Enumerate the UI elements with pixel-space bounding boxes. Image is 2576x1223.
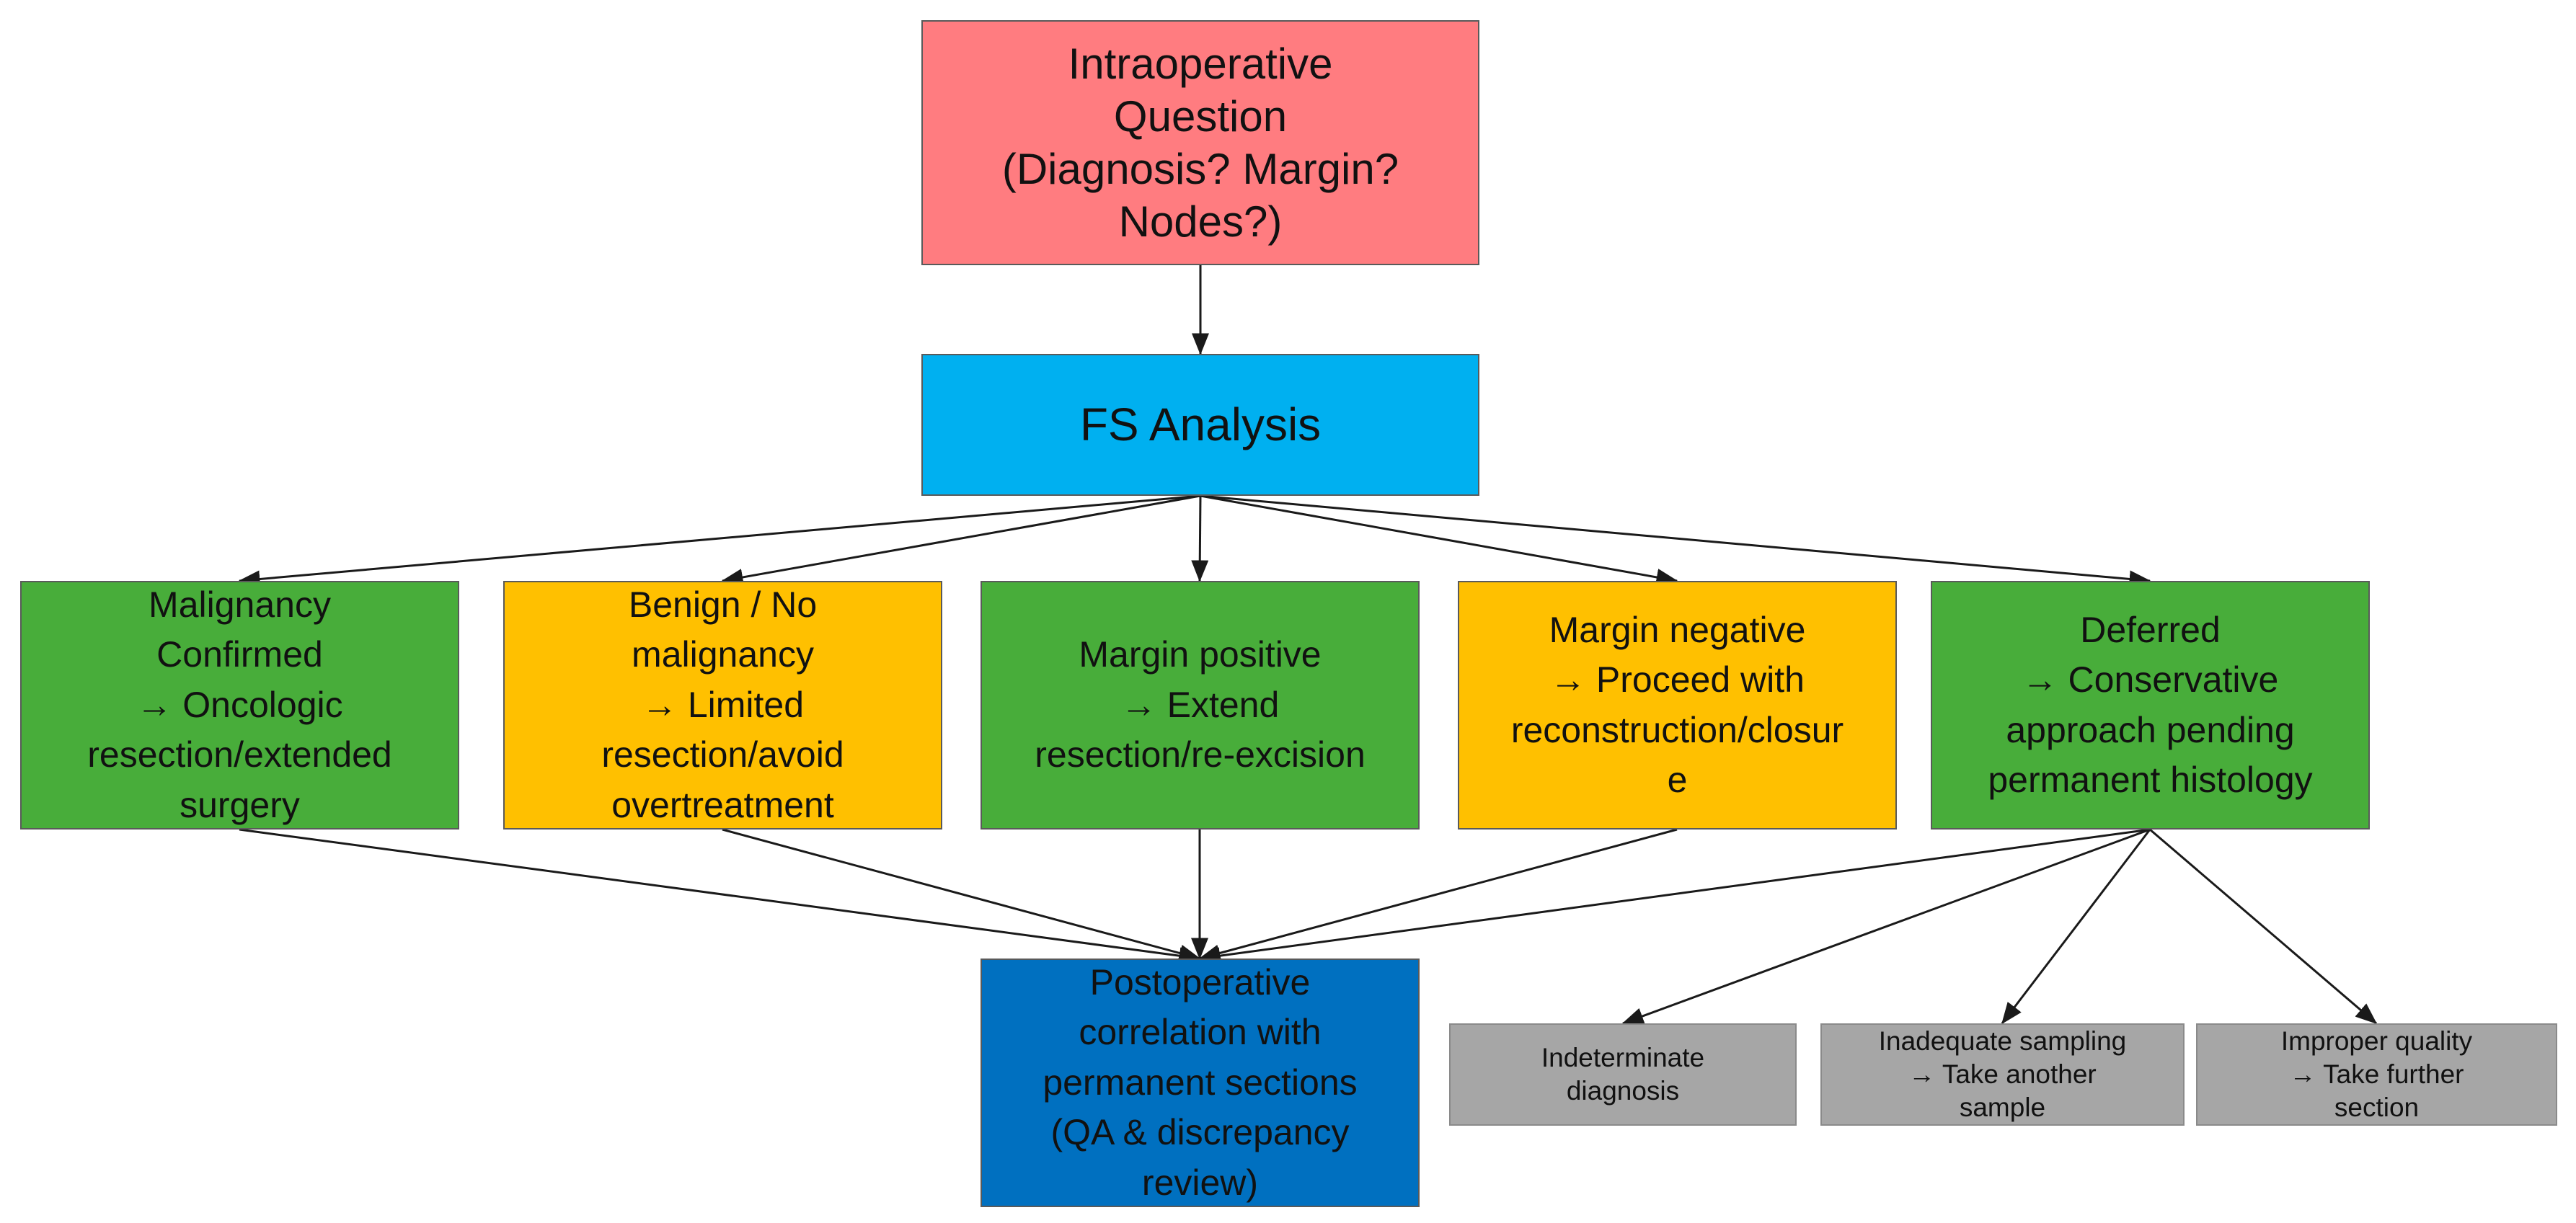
edge-fs_analysis-to-margin_negative <box>1200 494 1678 586</box>
edge-benign-to-postoperative <box>722 828 1201 962</box>
intraoperative-question-text: Intraoperative Question (Diagnosis? Marg… <box>1001 39 1399 246</box>
fs-analysis-text: FS Analysis <box>1079 399 1322 451</box>
margin-positive-text: Margin positive → Extend resection/re-ex… <box>1035 634 1366 775</box>
edge-deferred-to-inadequate <box>2001 829 2151 1025</box>
indeterminate-diagnosis-text: Indeterminate diagnosis <box>1541 1042 1705 1106</box>
edge-fs_analysis-to-deferred <box>1200 494 2151 588</box>
indeterminate-diagnosis-box: Indeterminate diagnosis <box>1449 1023 1797 1126</box>
edge-deferred-to-indeterminate <box>1621 828 2151 1025</box>
margin-positive-box: Margin positive → Extend resection/re-ex… <box>981 581 1420 830</box>
benign-no-malignancy-box: Benign / No malignancy → Limited resecti… <box>503 581 942 830</box>
postoperative-correlation-box: Postoperative correlation with permanent… <box>981 959 1420 1207</box>
edge-fs_analysis-to-benign <box>721 494 1201 586</box>
margin-negative-text: Margin negative → Proceed with reconstru… <box>1510 609 1844 801</box>
inadequate-sampling-text: Inadequate sampling → Take another sampl… <box>1878 1026 2127 1123</box>
benign-no-malignancy-text: Benign / No malignancy → Limited resecti… <box>601 584 844 825</box>
edge-malignancy-to-postoperative <box>239 828 1201 965</box>
intraoperative-question-box: Intraoperative Question (Diagnosis? Marg… <box>921 20 1479 265</box>
edge-margin_negative-to-postoperative <box>1198 828 1678 962</box>
postoperative-correlation-text: Postoperative correlation with permanent… <box>1043 961 1358 1203</box>
improper-quality-text: Improper quality → Take further section <box>2280 1026 2473 1123</box>
deferred-box: Deferred → Conservative approach pending… <box>1931 581 2370 830</box>
malignancy-confirmed-text: Malignancy Confirmed → Oncologic resecti… <box>87 584 392 825</box>
margin-negative-box: Margin negative → Proceed with reconstru… <box>1458 581 1897 830</box>
edge-deferred-to-postoperative <box>1198 828 2151 965</box>
edge-fs_analysis-to-malignancy <box>238 494 1201 588</box>
edge-deferred-to-improper <box>2149 828 2378 1025</box>
deferred-text: Deferred → Conservative approach pending… <box>1988 609 2313 801</box>
fs-analysis-box: FS Analysis <box>921 354 1479 496</box>
improper-quality-box: Improper quality → Take further section <box>2196 1023 2557 1126</box>
inadequate-sampling-box: Inadequate sampling → Take another sampl… <box>1820 1023 2185 1126</box>
malignancy-confirmed-box: Malignancy Confirmed → Oncologic resecti… <box>20 581 459 830</box>
